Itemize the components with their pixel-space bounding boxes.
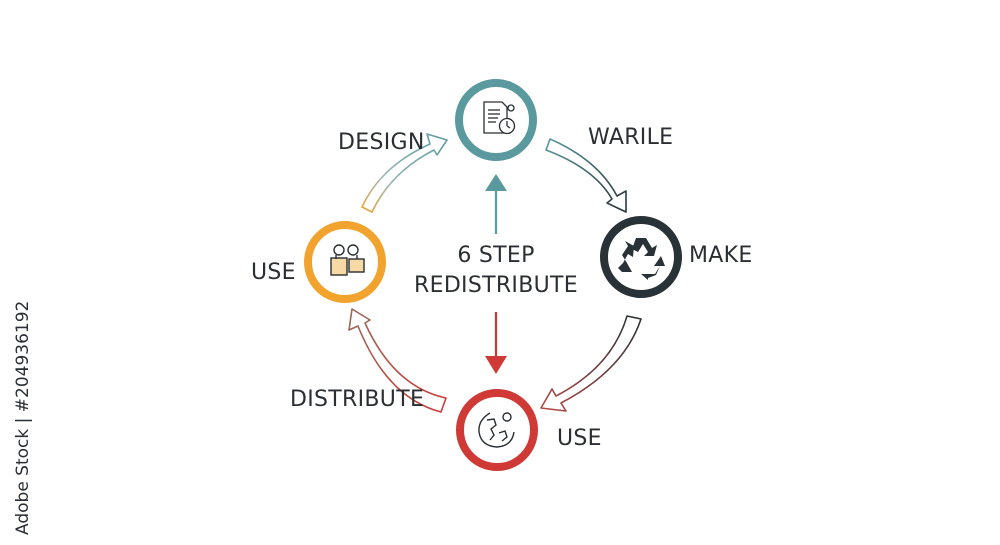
center-arrow-up <box>485 174 507 234</box>
node-left <box>304 221 386 303</box>
globe-icon <box>478 412 515 448</box>
center-title-line2: REDISTRIBUTE <box>414 273 578 298</box>
label-use-bottom: USE <box>557 426 602 451</box>
stock-watermark: Adobe Stock | #204936192 <box>13 301 33 535</box>
recycle-icon <box>618 238 665 280</box>
label-design: DESIGN <box>338 130 425 155</box>
label-use-left: USE <box>251 260 296 285</box>
document-clock-icon <box>483 101 516 135</box>
center-title-line1: 6 STEP <box>457 243 534 268</box>
node-right <box>600 216 682 298</box>
node-bottom <box>456 389 538 471</box>
arrow-make-to-use <box>540 315 642 412</box>
people-frame-icon <box>330 244 365 276</box>
label-make: MAKE <box>689 243 753 268</box>
arrow-warile <box>545 138 627 213</box>
label-warile: WARILE <box>588 125 673 150</box>
node-top <box>455 79 537 161</box>
watermark-text: Adobe Stock | #204936192 <box>13 301 33 535</box>
arrow-distribute <box>348 308 447 413</box>
arrow-design <box>361 133 448 213</box>
center-arrow-down <box>485 312 507 374</box>
label-distribute: DISTRIBUTE <box>290 387 424 412</box>
